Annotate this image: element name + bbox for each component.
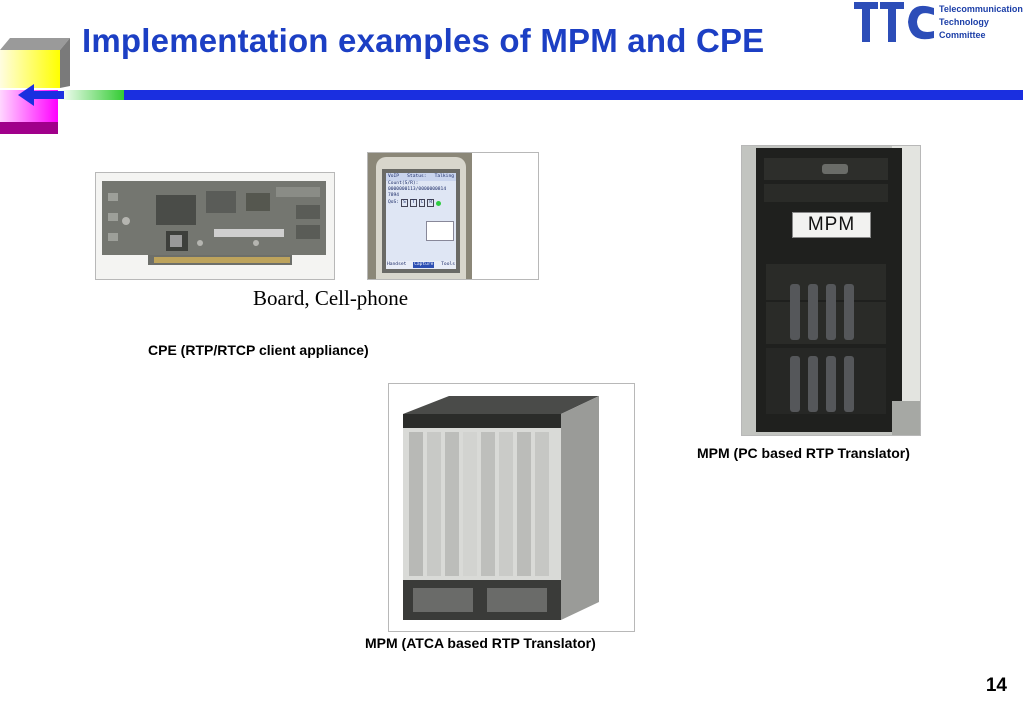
phone-line: 0000000113/0000000814: [388, 187, 447, 192]
phone-header-item: VoIP: [388, 174, 400, 179]
cpe-caption: CPE (RTP/RTCP client appliance): [148, 342, 369, 358]
phone-softkey: Tools: [441, 262, 455, 267]
page-number: 14: [985, 675, 1007, 696]
phone-qos-box: C: [418, 199, 426, 207]
logo-line-telecommunication: Telecommunication: [939, 4, 1023, 14]
cellphone-photo: VoIP Status: Talking Count(S/R): 0000000…: [367, 152, 539, 280]
phone-line: Count(S/R):: [388, 181, 419, 186]
phone-qos-box: S: [401, 199, 408, 207]
board-cellphone-caption: Board, Cell-phone: [253, 286, 409, 310]
pc-mpm-caption: MPM (PC based RTP Translator): [697, 445, 910, 461]
phone-header-item: Talking: [434, 174, 454, 179]
phone-line: 7894: [388, 193, 400, 198]
board-photo: [95, 172, 335, 280]
ttc-logo: Telecommunication Technology Committee: [852, 0, 1023, 46]
phone-qos-box: R: [427, 199, 435, 207]
phone-softkey: Handset: [387, 262, 407, 267]
mpm-label-plate: MPM: [792, 212, 871, 238]
logo-line-committee: Committee: [939, 30, 986, 40]
logo-line-technology: Technology: [939, 17, 989, 27]
title-rule: [58, 90, 1023, 100]
back-arrow-icon: [18, 84, 64, 106]
pc-mpm-photo: MPM: [741, 145, 921, 436]
phone-softkey: Capture: [413, 262, 435, 268]
phone-qos-box: T: [409, 199, 417, 207]
atca-mpm-photo: [388, 383, 635, 632]
phone-preview-box: [426, 221, 454, 241]
page-title: Implementation examples of MPM and CPE: [82, 22, 765, 59]
phone-header-item: Status:: [407, 174, 427, 179]
phone-qos-label: QoS:: [388, 200, 400, 205]
status-dot-icon: [436, 200, 442, 206]
ttc-logo-mark-icon: [852, 0, 936, 46]
atca-mpm-caption: MPM (ATCA based RTP Translator): [365, 635, 596, 651]
phone-screen: VoIP Status: Talking Count(S/R): 0000000…: [386, 173, 456, 269]
